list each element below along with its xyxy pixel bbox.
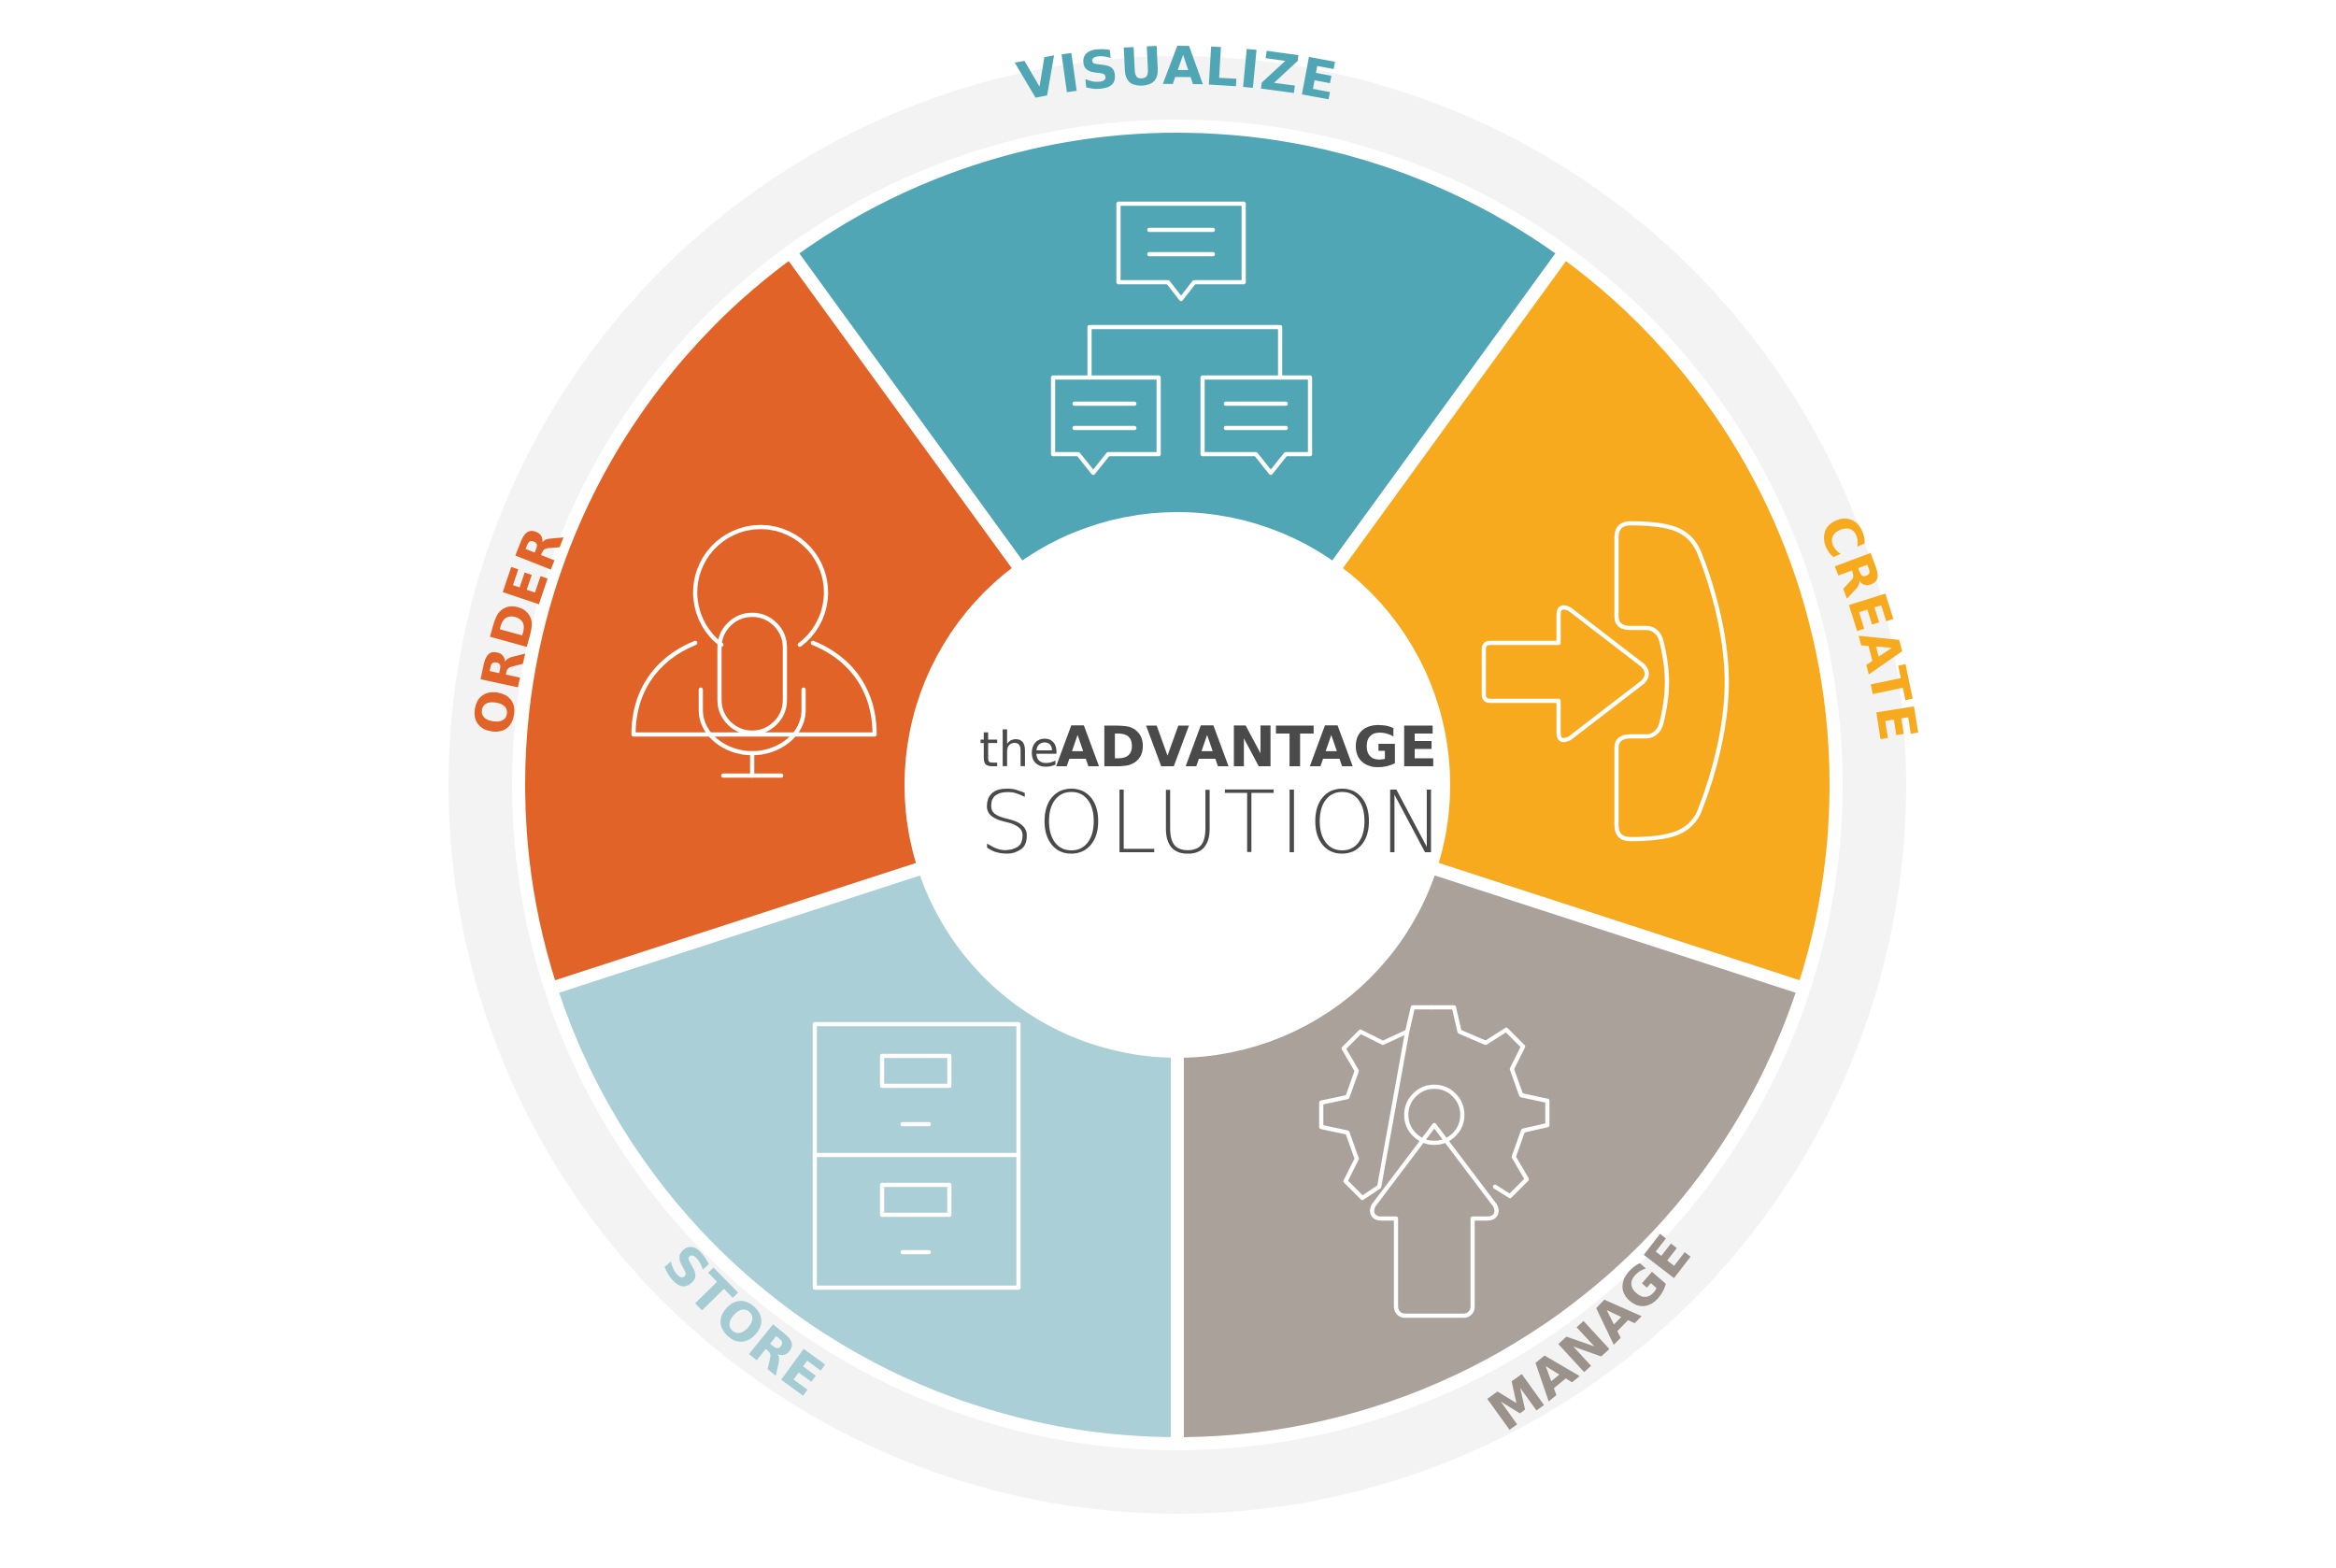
logo-the: the [979,722,1059,778]
segment-visualize [783,120,1572,791]
logo-advantage: ADVANTAGE [1056,715,1437,780]
phone-arrow-icon [1481,520,1730,842]
gear-cursor-icon [1318,1005,1550,1319]
user-microphone-icon [631,524,877,778]
filing-cabinet-icon [812,1021,1021,1290]
logo-solution: SOLUTION [979,773,1447,873]
center-circle [904,512,1450,1058]
logo: the ADVANTAGE SOLUTION [979,715,1447,873]
chat-hierarchy-icon [1050,201,1313,476]
